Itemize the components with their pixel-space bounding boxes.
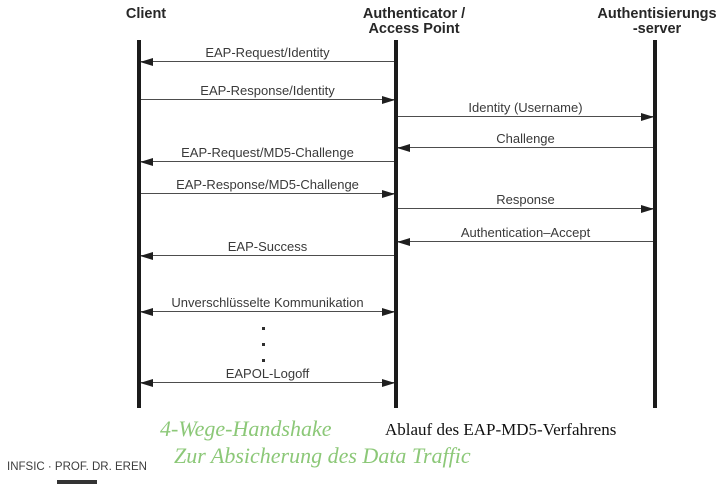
arrow-left-icon [397, 238, 653, 246]
arrow-right-icon [141, 190, 395, 198]
message-label: EAP-Response/MD5-Challenge [176, 177, 359, 192]
arrow-right-icon [398, 113, 654, 121]
message-label: EAP-Request/MD5-Challenge [181, 145, 354, 160]
message-label: Identity (Username) [468, 100, 583, 115]
arrow-left-icon [140, 58, 394, 66]
message-label: EAP-Request/Identity [205, 45, 330, 60]
arrow-right-icon [398, 205, 654, 213]
arrow-left-icon [397, 144, 653, 152]
continuation-dot [262, 359, 265, 362]
message-eap-request-md5-challenge: EAP-Request/MD5-Challenge [140, 145, 394, 166]
arrow-left-icon [140, 252, 394, 260]
message-response: Response [398, 192, 654, 213]
lifeline-authenticator [394, 40, 398, 408]
arrow-left-icon [140, 158, 394, 166]
message-label: Authentication–Accept [460, 225, 591, 240]
footer-credit: INFSIC · PROF. DR. EREN [7, 461, 147, 473]
message-label: EAPOL-Logoff [225, 366, 310, 381]
actor-label-server: Authentisierungs -server [597, 6, 717, 37]
message-authentication-accept: Authentication–Accept [397, 225, 653, 246]
continuation-dot [262, 343, 265, 346]
arrow-both-icon [140, 379, 395, 387]
message-unverschluesselte-kommunikation: Unverschlüsselte Kommunikation [140, 295, 395, 316]
message-identity-username: Identity (Username) [398, 100, 654, 121]
caption-4-wege-handshake: 4-Wege-Handshake [160, 416, 332, 441]
message-eap-success: EAP-Success [140, 239, 394, 260]
message-label: Response [496, 192, 555, 207]
footer-line [57, 480, 97, 484]
actor-label-authenticator: Authenticator / Access Point [362, 6, 466, 37]
message-eap-response-identity: EAP-Response/Identity [141, 83, 395, 104]
message-challenge: Challenge [397, 131, 653, 152]
caption-ablauf-eap-md5: Ablauf des EAP-MD5-Verfahrens [385, 420, 617, 439]
message-label: Challenge [496, 131, 555, 146]
message-label: EAP-Response/Identity [200, 83, 335, 98]
actor-label-client: Client [125, 6, 167, 22]
message-eap-response-md5-challenge: EAP-Response/MD5-Challenge [141, 177, 395, 198]
message-eapol-logoff: EAPOL-Logoff [140, 366, 395, 387]
caption-zur-absicherung: Zur Absicherung des Data Traffic [174, 443, 471, 468]
lifeline-client [137, 40, 141, 408]
arrow-right-icon [141, 96, 395, 104]
continuation-dot [262, 327, 265, 330]
message-label: EAP-Success [227, 239, 308, 254]
arrow-both-icon [140, 308, 395, 316]
message-eap-request-identity: EAP-Request/Identity [140, 45, 394, 66]
message-label: Unverschlüsselte Kommunikation [171, 295, 364, 310]
lifeline-server [653, 40, 657, 408]
